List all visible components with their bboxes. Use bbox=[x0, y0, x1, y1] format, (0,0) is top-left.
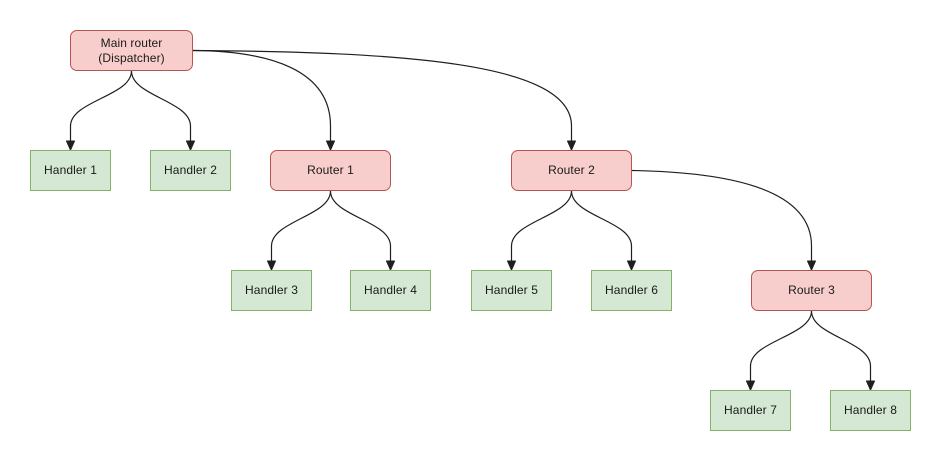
node-label: Router 3 bbox=[788, 283, 835, 297]
edge-line bbox=[270, 190, 332, 265]
node-label: Router 2 bbox=[548, 163, 595, 177]
node-handler-2[interactable]: Handler 2 bbox=[150, 150, 231, 191]
edge-line bbox=[570, 190, 633, 265]
node-label: Handler 4 bbox=[364, 283, 417, 297]
arrowhead-icon bbox=[386, 260, 395, 271]
node-label: Handler 8 bbox=[844, 403, 897, 417]
arrowhead-icon bbox=[866, 380, 875, 391]
arrowhead-icon bbox=[807, 260, 816, 271]
arrowhead-icon bbox=[66, 140, 75, 151]
arrowhead-icon bbox=[627, 260, 636, 271]
node-label: Handler 2 bbox=[164, 163, 217, 177]
edge-line bbox=[192, 49, 573, 145]
edge-router-2-to-handler-6 bbox=[570, 190, 636, 271]
edge-main-router-to-handler-1 bbox=[66, 70, 133, 151]
edge-router-1-to-handler-3 bbox=[267, 190, 332, 271]
edge-line bbox=[329, 190, 392, 265]
node-router-3[interactable]: Router 3 bbox=[751, 270, 872, 311]
arrowhead-icon bbox=[186, 140, 195, 151]
edge-main-router-to-router-1 bbox=[192, 49, 335, 151]
edge-line bbox=[810, 310, 872, 385]
node-handler-8[interactable]: Handler 8 bbox=[830, 390, 911, 431]
node-router-1[interactable]: Router 1 bbox=[270, 150, 391, 191]
node-label: Handler 5 bbox=[485, 283, 538, 297]
edge-line bbox=[69, 70, 133, 145]
edge-main-router-to-handler-2 bbox=[130, 70, 195, 151]
node-label: Handler 1 bbox=[44, 163, 97, 177]
edge-line bbox=[510, 190, 573, 265]
node-main-router[interactable]: Main router (Dispatcher) bbox=[70, 30, 193, 71]
node-label: Main router (Dispatcher) bbox=[98, 35, 165, 65]
node-label: Handler 6 bbox=[605, 283, 658, 297]
edge-router-1-to-handler-4 bbox=[329, 190, 395, 271]
node-handler-1[interactable]: Handler 1 bbox=[30, 150, 111, 191]
edge-line bbox=[631, 169, 813, 265]
node-router-2[interactable]: Router 2 bbox=[511, 150, 632, 191]
arrowhead-icon bbox=[567, 140, 576, 151]
node-handler-7[interactable]: Handler 7 bbox=[710, 390, 791, 431]
node-handler-6[interactable]: Handler 6 bbox=[591, 270, 672, 311]
edge-main-router-to-router-2 bbox=[192, 49, 576, 151]
node-label: Handler 7 bbox=[724, 403, 777, 417]
edge-router-2-to-handler-5 bbox=[507, 190, 573, 271]
edge-router-3-to-handler-8 bbox=[810, 310, 875, 391]
node-label: Router 1 bbox=[307, 163, 354, 177]
arrowhead-icon bbox=[326, 140, 335, 151]
arrowhead-icon bbox=[746, 380, 755, 391]
arrowhead-icon bbox=[507, 260, 516, 271]
edge-router-3-to-handler-7 bbox=[746, 310, 813, 391]
node-handler-5[interactable]: Handler 5 bbox=[471, 270, 552, 311]
edge-line bbox=[192, 49, 332, 145]
edge-router-2-to-router-3 bbox=[631, 169, 816, 271]
node-handler-4[interactable]: Handler 4 bbox=[350, 270, 431, 311]
node-label: Handler 3 bbox=[245, 283, 298, 297]
arrowhead-icon bbox=[267, 260, 276, 271]
node-handler-3[interactable]: Handler 3 bbox=[231, 270, 312, 311]
edge-line bbox=[130, 70, 192, 145]
edge-line bbox=[749, 310, 813, 385]
